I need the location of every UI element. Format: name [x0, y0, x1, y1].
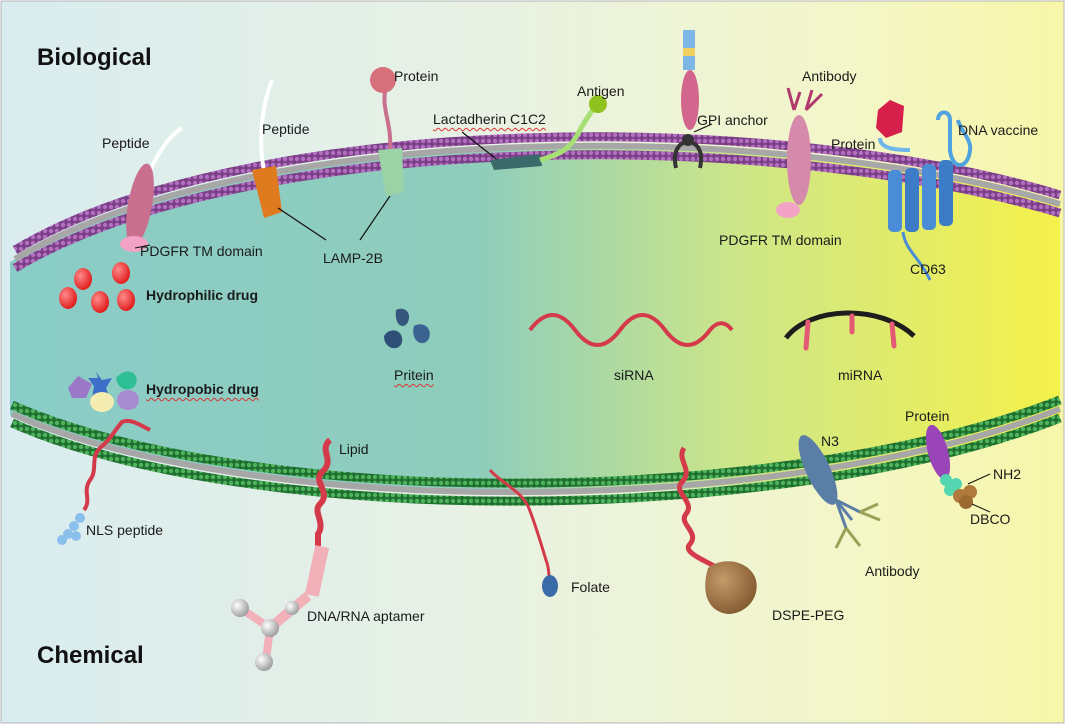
label-protein-lamp: Protein — [394, 68, 439, 84]
hydrophobic-text: Hydropobic drug — [146, 381, 259, 397]
label-n3: N3 — [821, 433, 839, 449]
label-peptide-left: Peptide — [102, 135, 150, 151]
hydrophobic-drug-particles — [68, 371, 139, 412]
protein-cargo-text: Pritein — [394, 367, 434, 383]
label-dbco: DBCO — [970, 511, 1011, 527]
section-title-chemical: Chemical — [37, 642, 144, 669]
peptide-pdgfr-left — [120, 126, 184, 252]
label-sirna: siRNA — [614, 367, 654, 383]
hydrophilic-drug-particles — [59, 262, 135, 313]
protein-dbco — [925, 424, 991, 513]
cd63-dna-vaccine — [876, 100, 973, 281]
label-antibody-bottom: Antibody — [865, 563, 920, 579]
bottom-membrane — [10, 395, 1062, 506]
label-protein-dna: Protein — [831, 136, 876, 152]
lactadherin-text: Lactadherin C1C2 — [433, 111, 546, 127]
n3-antibody — [798, 435, 881, 549]
protein-lamp2b — [359, 67, 404, 241]
label-antibody-top: Antibody — [802, 68, 857, 84]
label-cd63: CD63 — [910, 261, 946, 277]
vesicle-interior — [10, 147, 1060, 495]
gpi-anchor — [673, 30, 713, 169]
antibody-pdgfr-right — [776, 87, 824, 218]
label-nls-peptide: NLS peptide — [86, 522, 164, 538]
label-mirna: miRNA — [838, 367, 883, 383]
mirna-strand — [784, 310, 916, 351]
label-lipid: Lipid — [339, 441, 369, 457]
nls-peptide — [57, 418, 151, 545]
section-title-biological: Biological — [37, 44, 152, 71]
label-dspe-peg: DSPE-PEG — [772, 607, 845, 623]
label-pdgfr-right: PDGFR TM domain — [719, 232, 842, 248]
peptide-lamp2b — [252, 79, 327, 241]
protein-cargo — [384, 308, 430, 349]
label-pdgfr-left: PDGFR TM domain — [140, 243, 263, 259]
folate-ligand — [488, 468, 558, 597]
dspe-peg — [677, 446, 757, 614]
label-folate: Folate — [571, 579, 610, 595]
pdgfr-left-leader — [134, 244, 151, 249]
label-peptide-right: Peptide — [262, 121, 310, 137]
label-protein-cargo: Pritein — [394, 367, 434, 383]
label-antigen: Antigen — [577, 83, 625, 99]
label-aptamer: DNA/RNA aptamer — [307, 608, 425, 624]
label-lactadherin: Lactadherin C1C2 — [433, 111, 546, 127]
label-protein-chemical: Protein — [905, 408, 950, 424]
label-dna-vaccine: DNA vaccine — [958, 122, 1039, 138]
label-gpi-anchor: GPI anchor — [697, 112, 768, 128]
label-hydrophilic-drug: Hydrophilic drug — [146, 287, 258, 303]
label-nh2: NH2 — [993, 466, 1022, 482]
label-lamp2b: LAMP-2B — [323, 250, 383, 266]
sirna-strand — [528, 313, 734, 347]
label-hydrophobic-drug: Hydropobic drug — [146, 381, 259, 397]
lactadherin-antigen — [461, 95, 607, 170]
lipid-aptamer — [231, 437, 333, 671]
